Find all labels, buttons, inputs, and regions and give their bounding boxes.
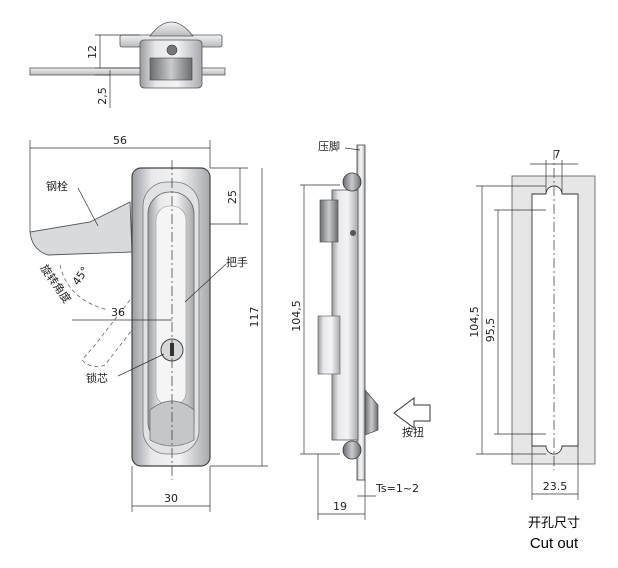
front-angle-label: 45° [70,264,92,287]
front-handle-offset-dim: 36 [111,306,125,319]
top-view-collar [149,57,193,81]
bolt-label: 钢栓 [46,179,68,193]
side-button-tab [364,389,379,436]
rotation-angle-label: 旋转角度 [38,262,75,306]
front-width-top-dim: 56 [113,134,127,147]
top-view-pin [166,44,178,56]
cutout-view: 7 104,5 95,5 23.5 开孔尺寸 Cut out [468,148,596,552]
cutout-outer-height-dim: 104,5 [468,306,481,338]
press-foot-top-icon [342,172,362,192]
side-pin-icon [350,230,356,236]
front-bottom-grip [149,400,195,447]
front-offset-top-dim: 25 [226,190,239,204]
cutout-caption-en: Cut out [530,535,579,552]
top-view-dome [149,21,194,37]
press-foot-label: 压脚 [318,139,340,153]
side-height-dim: 104,5 [290,300,303,332]
front-view: 56 25 117 36 30 45° 旋转角度 钢栓 把手 锁芯 [29,134,268,512]
side-housing-bottom [317,315,341,375]
lock-core-label: 锁芯 [86,371,108,385]
front-width-bottom-dim: 30 [164,492,178,505]
cutout-hole [531,185,579,455]
top-view: 12 2,5 [29,21,226,108]
front-bolt [29,201,133,256]
cutout-slot-width-dim: 7 [554,148,561,161]
cutout-width-dim: 23.5 [543,480,568,493]
side-housing-top [319,199,339,243]
button-arrow-icon [393,397,431,429]
cutout-caption-cn: 开孔尺寸 [528,516,580,531]
press-foot-bottom-icon [342,440,362,460]
top-height-dim: 12 [86,45,99,59]
front-length-dim: 117 [248,307,261,328]
button-label: 按扭 [402,425,424,439]
top-step-dim: 2,5 [96,87,109,105]
side-depth-dim: 19 [333,500,347,513]
front-bolt-rotated [81,299,133,368]
side-thickness-dim: Ts=1~2 [375,482,419,495]
side-view: 104,5 19 Ts=1~2 压脚 按扭 [290,139,431,520]
handle-label: 把手 [226,255,248,269]
front-handle-slot [155,205,187,407]
cutout-inner-height-dim: 95,5 [484,318,497,343]
